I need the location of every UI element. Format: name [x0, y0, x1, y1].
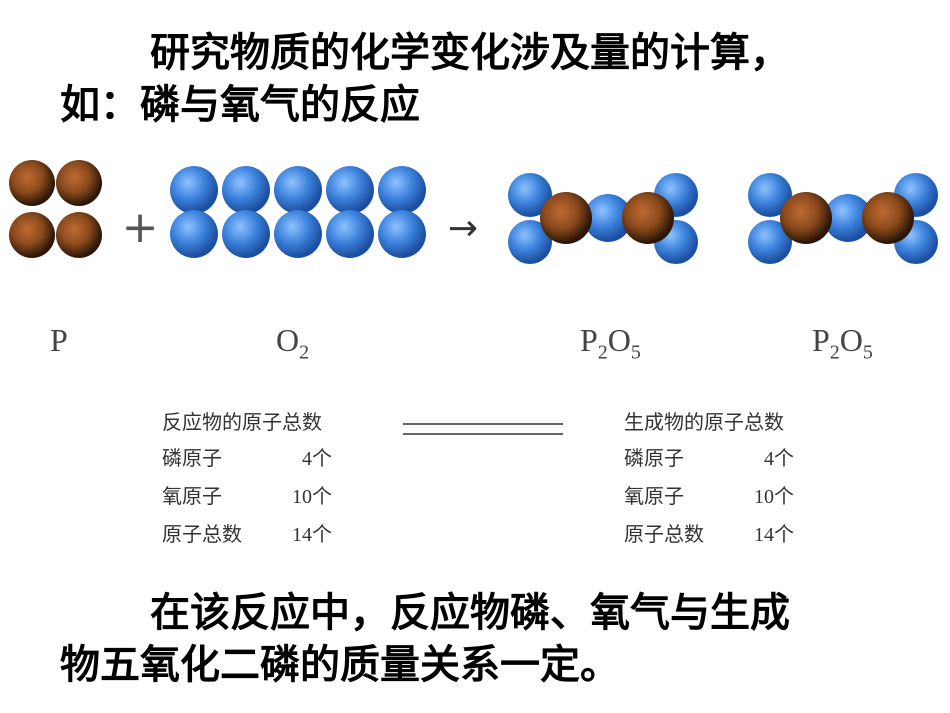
table-row: 氧原子 10个 [624, 477, 794, 515]
table-row: 磷原子 4个 [162, 439, 332, 477]
conclusion-line-2: 物五氧化二磷的质量关系一定。 [60, 641, 620, 688]
row-label: 原子总数 [624, 522, 704, 546]
formula-oxygen: O2 [276, 322, 309, 364]
row-label: 磷原子 [624, 446, 684, 470]
phosphorus-atom [9, 160, 55, 206]
equals-line-top [403, 423, 563, 425]
oxygen-atom [170, 210, 218, 258]
plus-sign: + [122, 202, 159, 253]
formula-p-symbol: P [812, 322, 830, 358]
intro-line-2: 如：磷与氧气的反应 [60, 81, 420, 128]
phosphorus-atom [56, 212, 102, 258]
formula-phosphorus: P [50, 322, 68, 359]
conclusion-line-1: 在该反应中，反应物磷、氧气与生成 [150, 589, 790, 636]
row-value: 10个 [754, 486, 794, 508]
equals-line-bottom [403, 433, 563, 435]
row-value: 14个 [754, 524, 794, 546]
row-value: 10个 [292, 486, 332, 508]
row-value: 4个 [302, 448, 332, 470]
product-atom-table: 生成物的原子总数 磷原子 4个 氧原子 10个 原子总数 14个 [624, 405, 794, 553]
reactant-table-title: 反应物的原子总数 [162, 410, 322, 434]
product-table-title: 生成物的原子总数 [624, 410, 784, 434]
oxygen-atom [378, 166, 426, 214]
oxygen-atom [748, 173, 792, 217]
oxygen-atom [584, 194, 632, 242]
formula-o-symbol: O [839, 322, 863, 358]
oxygen-atom [274, 210, 322, 258]
intro-line-1: 研究物质的化学变化涉及量的计算， [150, 29, 790, 76]
formula-o-subscript: 2 [299, 341, 310, 364]
row-label: 氧原子 [162, 484, 222, 508]
oxygen-atom [748, 220, 792, 264]
oxygen-atom [326, 166, 374, 214]
formula-p-symbol: P [50, 322, 68, 358]
formula-product-1: P2O5 [580, 322, 641, 364]
phosphorus-atom [780, 192, 832, 244]
row-label: 磷原子 [162, 446, 222, 470]
row-value: 14个 [292, 524, 332, 546]
table-row: 原子总数 14个 [162, 515, 332, 553]
phosphorus-atoms [9, 160, 102, 258]
row-label: 氧原子 [624, 484, 684, 508]
table-row: 原子总数 14个 [624, 515, 794, 553]
phosphorus-atom [622, 192, 674, 244]
oxygen-molecules [170, 166, 426, 258]
reactant-atom-table: 反应物的原子总数 磷原子 4个 氧原子 10个 原子总数 14个 [162, 405, 332, 553]
formula-p-subscript: 2 [829, 341, 840, 364]
reaction-arrow: → [448, 208, 478, 249]
formula-o-symbol: O [607, 322, 631, 358]
oxygen-atom [508, 173, 552, 217]
table-row: 氧原子 10个 [162, 477, 332, 515]
formula-product-2: P2O5 [812, 322, 873, 364]
oxygen-atom [824, 194, 872, 242]
oxygen-atom [326, 210, 374, 258]
reaction-molecules-diagram: + → [9, 160, 938, 264]
phosphorus-atom [56, 160, 102, 206]
row-label: 原子总数 [162, 522, 242, 546]
oxygen-atom [222, 210, 270, 258]
phosphorus-atom [862, 192, 914, 244]
phosphorus-atom [9, 212, 55, 258]
oxygen-atom [222, 166, 270, 214]
oxygen-atom [378, 210, 426, 258]
formula-p-symbol: P [580, 322, 598, 358]
phosphorus-atom [540, 192, 592, 244]
formula-o-subscript: 5 [630, 341, 641, 364]
row-value: 4个 [764, 448, 794, 470]
oxygen-atom [508, 220, 552, 264]
oxygen-atom [274, 166, 322, 214]
oxygen-atom [170, 166, 218, 214]
table-row: 磷原子 4个 [624, 439, 794, 477]
formula-p-subscript: 2 [597, 341, 608, 364]
p2o5-molecule-2 [748, 173, 938, 264]
formula-o-symbol: O [276, 322, 300, 358]
p2o5-molecule-1 [508, 173, 698, 264]
formula-o-subscript: 5 [862, 341, 873, 364]
